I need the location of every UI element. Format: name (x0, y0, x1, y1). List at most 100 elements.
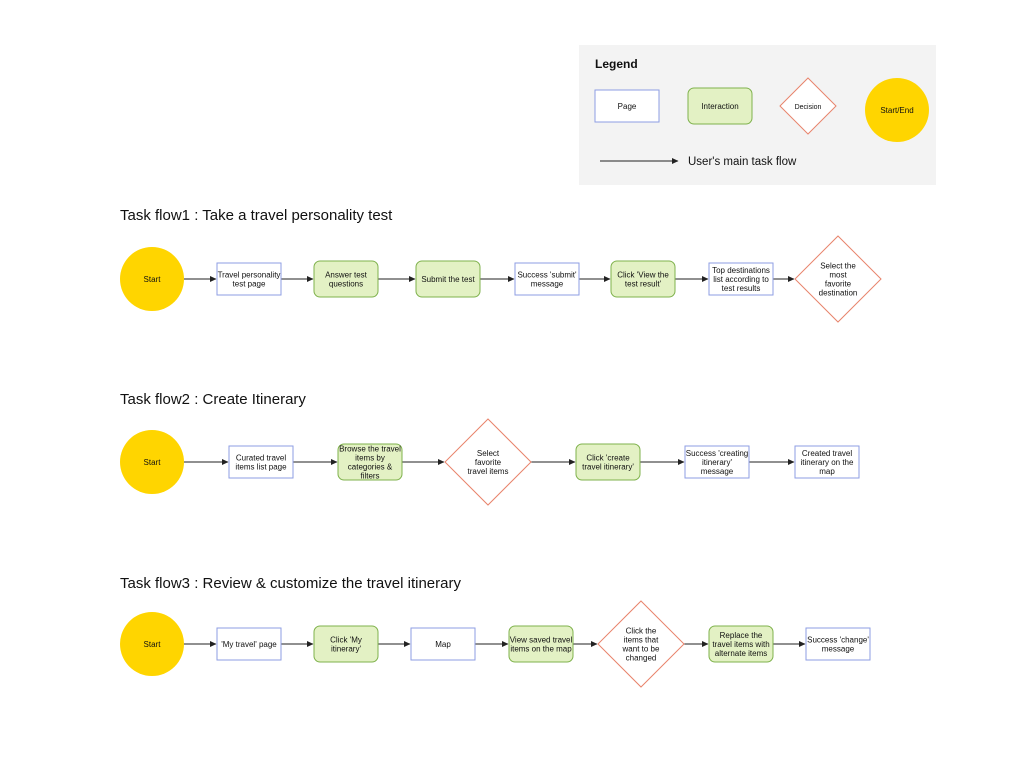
node-label: travel items with (712, 640, 769, 649)
legend-page-label: Page (618, 102, 637, 111)
node-label: favorite (825, 280, 852, 289)
node-label: Start (144, 275, 162, 284)
node-label: test result' (625, 280, 662, 289)
node-label: itinerary' (702, 458, 732, 467)
start-shape (120, 612, 184, 676)
legend-start-end-label: Start/End (880, 106, 913, 115)
page-node: Map (410, 627, 476, 661)
node-label: Map (435, 640, 451, 649)
interaction-shape (575, 443, 641, 481)
legend-flow-label: User's main task flow (688, 156, 797, 168)
start-node: Start (120, 247, 184, 311)
node-label: Start (144, 640, 162, 649)
node-label: map (819, 467, 835, 476)
node-label: test results (722, 284, 761, 293)
node-label: destination (819, 289, 858, 298)
legend-page-box (594, 89, 660, 123)
start-node: Start (120, 612, 184, 676)
flow3: Start 'My travel' page Click 'Myitinerary'… (120, 600, 871, 688)
node-label: Select the (820, 262, 856, 271)
interaction-shape (337, 443, 403, 481)
node-label: items list page (235, 463, 287, 472)
page-node: Success 'change'message (805, 627, 871, 661)
page-shape (410, 627, 476, 661)
node-label: 'My travel' page (221, 640, 277, 649)
interaction-shape (610, 260, 676, 298)
start-shape (120, 247, 184, 311)
node-label: Click 'View the (617, 271, 669, 280)
node-label: favorite (475, 458, 502, 467)
node-label: Travel personality (218, 271, 281, 280)
page-shape (216, 262, 282, 296)
node-label: items by (355, 454, 385, 463)
node-label: Created travel (802, 449, 852, 458)
legend-start-end-circle (865, 78, 929, 142)
node-label: questions (329, 280, 363, 289)
node-label: Submit the test (421, 275, 475, 284)
node-label: items on the map (510, 645, 572, 654)
node-label: test page (233, 280, 266, 289)
page-shape (228, 445, 294, 479)
interaction-shape (415, 260, 481, 298)
page-shape (684, 445, 750, 479)
node-label: Click the (626, 627, 657, 636)
node-label: View saved travel (510, 636, 573, 645)
node-label: travel items (468, 467, 509, 476)
flow2-title: Task flow2 : Create Itinerary (120, 391, 306, 408)
page-shape (216, 627, 282, 661)
node-label: itinerary' (331, 645, 361, 654)
node-label: most (829, 271, 847, 280)
interaction-shape (708, 625, 774, 663)
page-shape (805, 627, 871, 661)
interaction-shape (313, 625, 379, 663)
legend-decision-diamond (779, 77, 837, 135)
legend-decision-label: Decision (795, 104, 822, 111)
node-label: message (531, 280, 564, 289)
node-label: list according to (713, 275, 769, 284)
node-label: Browse the travel (339, 445, 401, 454)
decision-shape (794, 235, 882, 323)
page-shape (708, 262, 774, 296)
interaction-shape (508, 625, 574, 663)
page-shape (514, 262, 580, 296)
node-label: Success 'submit' (517, 271, 577, 280)
node-label: categories & (348, 463, 393, 472)
legend-interaction-label: Interaction (701, 102, 738, 111)
node-label: want to be (622, 645, 660, 654)
page-node: Success 'submit'message (514, 262, 580, 296)
node-label: Replace the (720, 631, 763, 640)
flow3-title: Task flow3 : Review & customize the trav… (120, 575, 461, 592)
legend: Legend Page Interaction Decision Start/E… (579, 45, 936, 185)
node-label: message (701, 467, 734, 476)
decision-shape (597, 600, 685, 688)
node-label: filters (360, 472, 379, 481)
page-node: 'My travel' page (216, 627, 282, 661)
start-shape (120, 430, 184, 494)
node-label: items that (624, 636, 659, 645)
node-label: itinerary on the (801, 458, 854, 467)
node-label: alternate items (715, 649, 767, 658)
node-label: Answer test (325, 271, 368, 280)
legend-interaction-box (687, 87, 753, 125)
node-label: travel itinerary' (582, 463, 634, 472)
node-label: Click 'My (330, 636, 362, 645)
node-label: message (822, 645, 855, 654)
